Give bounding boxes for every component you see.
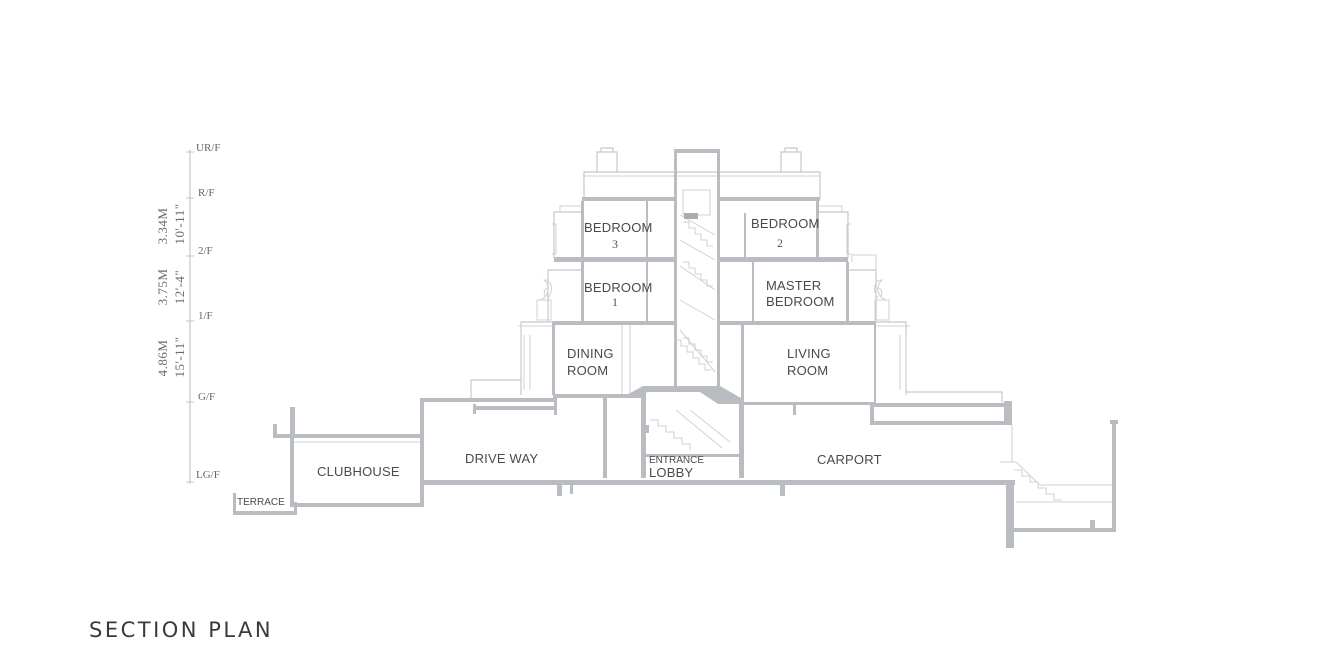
room-living-line2: ROOM xyxy=(787,363,828,378)
room-dining-line2: ROOM xyxy=(567,363,608,378)
room-bedroom-2-label: BEDROOM xyxy=(751,216,820,231)
level-gf: G/F xyxy=(198,391,215,403)
room-dining-line1: DINING xyxy=(567,346,614,361)
room-terrace: TERRACE xyxy=(237,497,285,508)
room-bedroom-3-number: 3 xyxy=(612,237,618,251)
height-dimensions: 3.34M 10'-11" 3.75M 12'-4" 4.86M 15'-11" xyxy=(155,204,187,378)
dim-metric-1f-gf: 4.86M xyxy=(155,340,170,377)
room-driveway: DRIVE WAY xyxy=(465,451,538,466)
room-entrance-lobby-line2: LOBBY xyxy=(649,465,693,480)
page-title: SECTION PLAN xyxy=(89,618,274,642)
level-lgf: LG/F xyxy=(196,469,220,481)
building-section xyxy=(233,147,1118,548)
room-living-line1: LIVING xyxy=(787,346,831,361)
level-1f: 1/F xyxy=(198,310,213,322)
room-clubhouse: CLUBHOUSE xyxy=(317,464,400,479)
level-urf: UR/F xyxy=(196,142,220,154)
room-carport: CARPORT xyxy=(817,452,882,467)
level-rf: R/F xyxy=(198,187,215,199)
room-bedroom-1-label: BEDROOM xyxy=(584,280,653,295)
room-bedroom-3-label: BEDROOM xyxy=(584,220,653,235)
room-master-bedroom-line2: BEDROOM xyxy=(766,294,835,309)
dim-metric-2f-1f: 3.75M xyxy=(155,269,170,306)
dim-imperial-rf-2f: 10'-11" xyxy=(172,204,187,245)
room-master-bedroom-line1: MASTER xyxy=(766,278,821,293)
room-labels: BEDROOM 3 BEDROOM 2 BEDROOM 1 MASTER BED… xyxy=(237,216,882,508)
dim-metric-rf-2f: 3.34M xyxy=(155,208,170,245)
room-bedroom-1-number: 1 xyxy=(612,295,618,309)
level-2f: 2/F xyxy=(198,245,213,257)
level-axis: UR/F R/F 2/F 1/F G/F LG/F xyxy=(186,142,220,484)
room-entrance-lobby-line1: ENTRANCE xyxy=(649,455,704,466)
dim-imperial-2f-1f: 12'-4" xyxy=(172,270,187,304)
dim-imperial-1f-gf: 15'-11" xyxy=(172,337,187,378)
room-bedroom-2-number: 2 xyxy=(777,236,783,250)
